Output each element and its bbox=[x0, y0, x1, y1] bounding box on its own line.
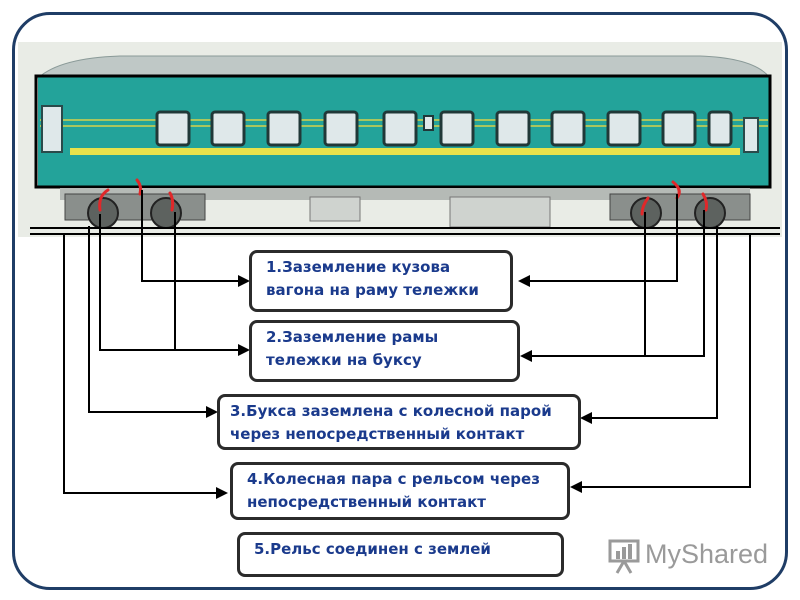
car-window bbox=[661, 110, 697, 147]
yellow-stripe bbox=[70, 148, 740, 155]
car-window bbox=[550, 110, 586, 147]
left-bogie bbox=[64, 193, 206, 229]
label-box-5: 5.Рельс соединен с землей bbox=[237, 532, 564, 577]
right-bogie bbox=[609, 193, 751, 229]
car-body-frame bbox=[34, 74, 772, 189]
car-window bbox=[323, 110, 359, 147]
car-window bbox=[439, 110, 475, 147]
presentation-board-icon bbox=[608, 539, 640, 574]
underframe-box-2 bbox=[309, 196, 361, 222]
car-window bbox=[382, 110, 418, 147]
label-3-line-2: через непосредственный контакт bbox=[230, 425, 525, 443]
logo-text: MyShared bbox=[645, 539, 769, 569]
myshared-logo: MyShared bbox=[607, 535, 777, 575]
underframe bbox=[60, 188, 750, 200]
grounding-marks bbox=[98, 178, 709, 216]
car-window bbox=[495, 110, 531, 147]
label-box-1: 1.Заземление кузова вагона на раму тележ… bbox=[249, 250, 513, 312]
label-2-line-1: 2.Заземление рамы bbox=[266, 328, 439, 346]
arrowheads bbox=[206, 275, 592, 499]
car-roof bbox=[36, 55, 772, 79]
label-4-line-2: непосредственный контакт bbox=[247, 493, 486, 511]
small-window bbox=[423, 115, 434, 131]
car-window bbox=[210, 110, 246, 147]
car-windows bbox=[155, 110, 733, 147]
label-3-line-1: 3.Букса заземлена с колесной парой bbox=[230, 402, 552, 420]
label-1-line-1: 1.Заземление кузова bbox=[266, 258, 451, 276]
label-box-3: 3.Букса заземлена с колесной парой через… bbox=[217, 394, 581, 450]
label-1-line-2: вагона на раму тележки bbox=[266, 281, 479, 299]
right-door-window bbox=[743, 117, 759, 153]
car-window bbox=[266, 110, 302, 147]
label-4-line-1: 4.Колесная пара с рельсом через bbox=[247, 470, 540, 488]
label-box-4: 4.Колесная пара с рельсом через непосред… bbox=[230, 462, 570, 520]
left-door-window bbox=[41, 105, 63, 153]
car-window bbox=[606, 110, 642, 147]
label-box-2: 2.Заземление рамы тележки на буксу bbox=[249, 320, 520, 382]
label-5-line-1: 5.Рельс соединен с землей bbox=[254, 540, 491, 558]
label-2-line-2: тележки на буксу bbox=[266, 351, 422, 369]
underframe-box bbox=[449, 196, 551, 228]
connector-lines bbox=[63, 190, 751, 494]
car-window bbox=[155, 110, 191, 147]
car-window bbox=[707, 110, 733, 147]
